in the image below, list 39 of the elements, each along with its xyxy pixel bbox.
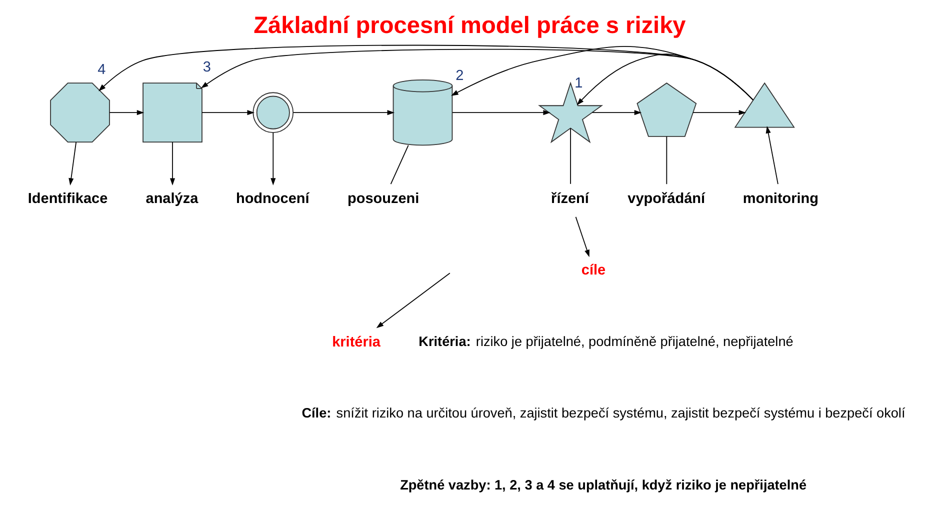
arrow <box>576 54 754 106</box>
arrow <box>202 110 254 116</box>
edge-label: 3 <box>202 60 211 76</box>
connector <box>390 144 409 185</box>
node-text: řízení <box>551 191 589 208</box>
arrow <box>376 272 450 328</box>
edge-label: 4 <box>98 62 106 78</box>
arrow <box>270 132 276 186</box>
node-text: vypořádání <box>628 191 706 208</box>
node-text: hodnocení <box>236 191 310 208</box>
arrow <box>766 126 778 185</box>
arrow <box>451 46 754 100</box>
diagram-title: Základní procesní model práce s riziky <box>254 12 686 38</box>
node-text: kritéria <box>332 334 380 350</box>
label: Cíle: snížit riziko na určitou úroveň, zajistit bezpečí systému, zajistit bezpečí systému i bezpečí okolí <box>302 406 906 421</box>
connector <box>666 136 668 185</box>
arrow <box>200 48 754 100</box>
connector <box>570 128 571 184</box>
arrow <box>452 110 550 116</box>
node-text: analýza <box>146 191 198 208</box>
node-pentagon <box>636 82 697 137</box>
arrow <box>98 44 754 100</box>
node-text: cíle <box>581 262 606 279</box>
arrow <box>292 110 395 116</box>
arrow <box>692 110 746 116</box>
label: Kritéria: riziko je přijatelné, podmíněně přijatelné, nepřijatelné <box>418 334 794 350</box>
arrow <box>575 216 590 258</box>
node-text: Identifikace <box>28 191 108 208</box>
edge-label: 1 <box>574 76 583 92</box>
node-text: posouzeni <box>348 191 420 208</box>
node-text: monitoring <box>742 191 819 208</box>
arrow <box>170 142 176 186</box>
edge-label: 2 <box>456 68 464 84</box>
node-ring <box>252 92 294 133</box>
arrow <box>109 110 144 116</box>
label: Zpětné vazby: 1, 2, 3 a 4 se uplatňují, když riziko je nepřijatelné <box>400 477 807 492</box>
arrow <box>68 142 77 186</box>
arrow <box>592 110 642 116</box>
node-triangle <box>734 82 795 128</box>
